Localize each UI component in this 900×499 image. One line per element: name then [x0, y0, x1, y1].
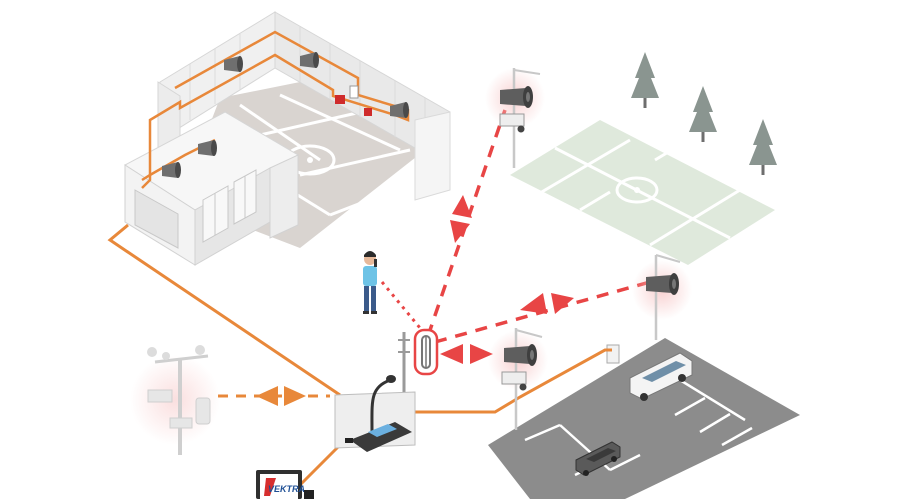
tree-icon — [749, 119, 777, 175]
horn-speaker-icon — [162, 162, 181, 178]
bidirectional-arrow-weather — [256, 386, 306, 406]
laptop-logo-text: VEKTRA — [268, 484, 305, 494]
speaker-pole-north — [485, 68, 545, 168]
arrow-up-north — [452, 195, 472, 218]
control-unit-with-microphone-icon — [334, 375, 416, 452]
door — [134, 189, 179, 249]
camera-box-icon — [499, 113, 525, 127]
car-icon — [575, 441, 621, 476]
parking-barrier-icon — [606, 344, 620, 364]
microphone-gooseneck — [370, 378, 391, 433]
radio-link-to-north-speaker — [426, 109, 507, 337]
building — [124, 11, 451, 266]
horn-speaker-icon — [646, 273, 679, 295]
arrow-right-field — [551, 293, 574, 314]
console-screen — [368, 424, 397, 437]
arrow-down-north — [450, 220, 470, 243]
camera-box-icon — [501, 371, 527, 385]
horn-speaker-icon — [224, 56, 243, 72]
horn-speaker-icon — [504, 344, 537, 366]
field-lines — [539, 138, 741, 247]
radio-link-to-person — [380, 281, 427, 335]
arrow-left-field — [520, 293, 547, 314]
speaker-pole-field — [632, 254, 692, 340]
parking-surface — [488, 338, 800, 499]
front-wall-right — [414, 111, 451, 201]
arrow-right-parking — [470, 344, 493, 364]
field-center-dot — [634, 187, 640, 193]
wireless-arrows — [440, 195, 574, 364]
court-center-dot — [307, 157, 313, 163]
console-body — [350, 422, 412, 452]
cable-building-to-controller — [107, 223, 341, 397]
horn-speaker-icon — [198, 140, 217, 156]
person-with-radio-icon — [363, 251, 377, 314]
tree-icon — [631, 52, 659, 108]
car-icon — [629, 352, 693, 401]
cable-controller-to-parking — [415, 348, 612, 414]
speaker-pole-parking — [488, 328, 548, 430]
arrow-left-parking — [440, 344, 463, 364]
building-cable — [141, 30, 410, 189]
horn-speaker-icon — [300, 52, 319, 68]
horn-speaker-icon — [500, 86, 533, 108]
partition-wall — [269, 154, 299, 239]
horn-speaker-icon — [390, 102, 409, 118]
antenna-mast-icon — [398, 328, 439, 395]
alarm-siren-icon — [335, 85, 372, 116]
tree-icon — [689, 86, 717, 142]
weather-station-icon — [130, 345, 220, 455]
sports-field — [510, 120, 775, 265]
laptop-icon: VEKTRA — [256, 470, 314, 499]
